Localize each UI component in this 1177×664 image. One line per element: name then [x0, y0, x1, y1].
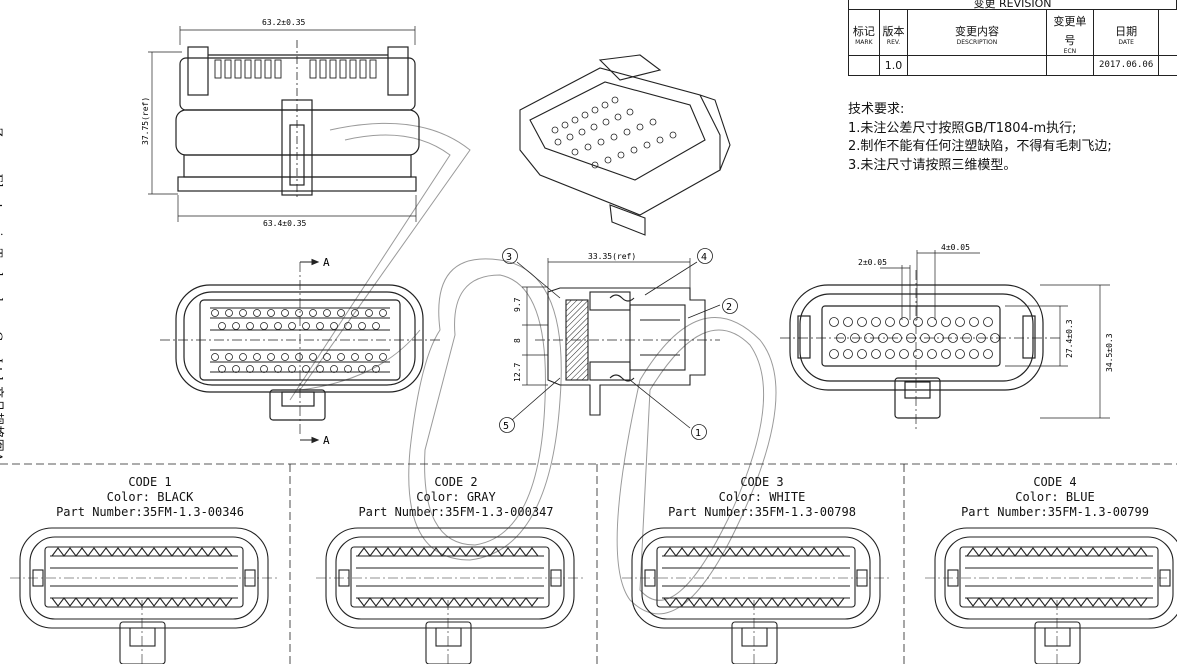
rev-row-desc	[907, 55, 1047, 76]
rear-view-dimensions	[880, 250, 1110, 419]
dim-top-width: 63.2±0.35	[262, 18, 306, 27]
section-label-top: A	[323, 256, 330, 269]
code-2-label: CODE 2 Color: GRAY Part Number:35FM-1.3-…	[336, 475, 576, 520]
rev-header-ecn: 变更单号	[1053, 15, 1087, 47]
code-3-color: Color: WHITE	[718, 490, 806, 504]
callout-leaders	[499, 248, 738, 440]
dim-height-ref: 37.75(ref)	[141, 97, 150, 145]
face-view-contacts	[211, 309, 387, 373]
rev-header-date: 日期	[1115, 24, 1138, 38]
rev-header-date-en: DATE	[1118, 38, 1134, 46]
rev-header-desc: 变更内容	[954, 24, 999, 38]
front-view	[175, 40, 420, 200]
dim-pitch-2: 2±0.05	[858, 258, 887, 267]
isometric-view	[519, 54, 731, 236]
watermark-logo	[289, 122, 777, 615]
revision-row: 1.0 2017.06.06	[848, 55, 1177, 76]
callout-3: 3	[506, 252, 512, 263]
rev-header-mark-en: MARK	[855, 38, 873, 46]
code-3-label: CODE 3 Color: WHITE Part Number:35FM-1.3…	[642, 475, 882, 520]
callout-5: 5	[503, 421, 509, 432]
rear-view-contacts	[829, 317, 1000, 359]
code-1-part-number: Part Number:35FM-1.3-00346	[56, 505, 244, 519]
front-view-dimensions	[148, 26, 417, 222]
callout-4: 4	[701, 252, 707, 263]
dim-height-27-4: 27.4±0.3	[1065, 319, 1074, 358]
tech-requirements: 技术要求: 1.未注公差尺寸按照GB/T1804-m执行; 2.制作不能有任何注…	[848, 101, 1112, 175]
code-1-connector	[10, 527, 280, 664]
code-3-part-number: Part Number:35FM-1.3-00798	[668, 505, 856, 519]
code-2-title: CODE 2	[434, 475, 478, 489]
rev-header-mark: 标记	[852, 24, 875, 38]
tech-item-3: 3.未注尺寸请按照三维模型。	[848, 157, 1017, 173]
rev-header-ecn-en: ECN	[1063, 48, 1077, 55]
rev-header-desc-en: DESCRIPTION	[956, 38, 998, 46]
code-4-label: CODE 4 Color: BLUE Part Number:35FM-1.3-…	[945, 475, 1165, 520]
code-4-color: Color: BLUE	[1015, 490, 1095, 504]
code-4-connector	[925, 527, 1177, 664]
code-4-part-number: Part Number:35FM-1.3-00799	[961, 505, 1149, 519]
code-4-title: CODE 4	[1033, 475, 1077, 489]
code-3-title: CODE 3	[740, 475, 784, 489]
callout-1: 1	[695, 428, 701, 439]
code-panel-dividers	[0, 463, 1177, 664]
face-view	[160, 262, 440, 435]
tech-item-2: 2.制作不能有任何注塑缺陷，不得有毛刺飞边;	[848, 139, 1112, 154]
rev-header-rev-en: REV.	[886, 38, 901, 46]
tech-item-1: 1.未注公差尺寸按照GB/T1804-m执行;	[848, 120, 1077, 136]
dim-12-7: 12.7	[513, 363, 522, 382]
code-2-connector	[316, 527, 586, 664]
rev-header-rev: 版本	[882, 24, 905, 38]
section-label-bottom: A	[323, 434, 330, 447]
dim-9-7: 9.7	[513, 297, 522, 312]
dim-section-width: 33.35(ref)	[588, 252, 636, 261]
dim-height-34-5: 34.5±0.3	[1105, 333, 1114, 372]
code-2-color: Color: GRAY	[416, 490, 496, 504]
rev-row-date: 2017.06.06	[1093, 55, 1160, 76]
code-1-label: CODE 1 Color: BLACK Part Number:35FM-1.3…	[30, 475, 270, 520]
callout-2: 2	[726, 302, 732, 313]
dim-pitch-4: 4±0.05	[941, 243, 970, 252]
rear-view	[780, 270, 1060, 430]
code-3-connector	[622, 527, 892, 664]
code-1-color: Color: BLACK	[106, 490, 194, 504]
dim-8: 8	[513, 338, 522, 343]
code-1-title: CODE 1	[128, 475, 172, 489]
tech-title: 技术要求:	[848, 102, 905, 117]
section-view	[535, 287, 720, 416]
dim-bottom-width: 63.4±0.35	[263, 219, 307, 228]
section-view-dimensions	[522, 258, 691, 386]
section-markers	[300, 258, 320, 444]
code-2-part-number: Part Number:35FM-1.3-000347	[358, 505, 554, 519]
